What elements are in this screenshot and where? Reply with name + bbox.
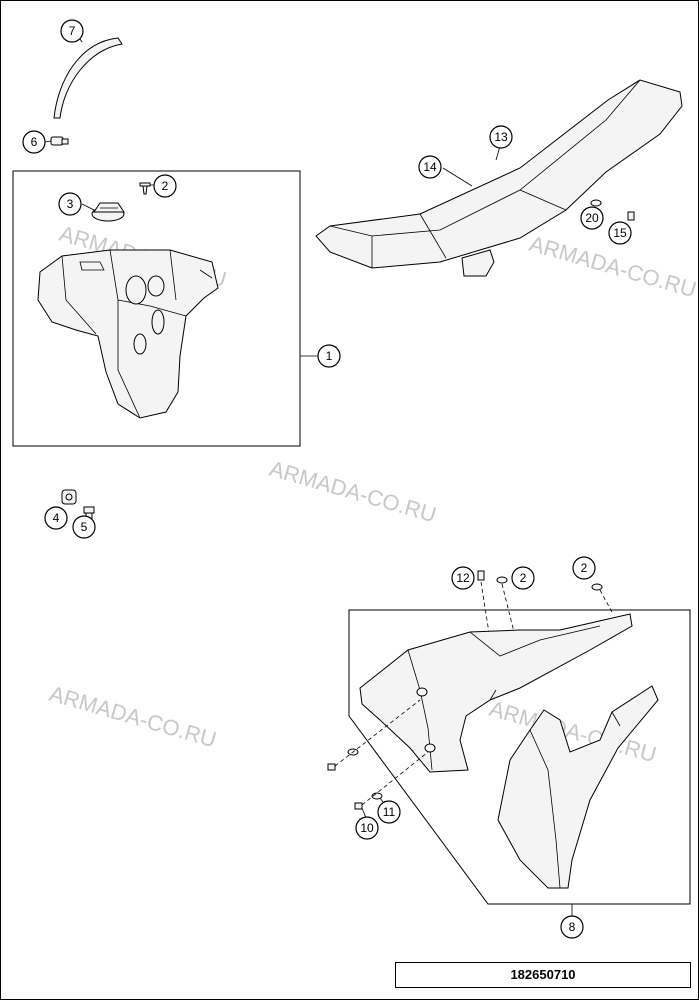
dash-2c <box>599 589 613 613</box>
svg-text:4: 4 <box>53 511 60 525</box>
dash-left-lower <box>361 751 429 806</box>
watermark-3: ARMADA-CO.RU <box>267 456 440 528</box>
callout-13[interactable]: 13 <box>489 125 513 149</box>
svg-text:5: 5 <box>81 520 88 534</box>
drawing-number: 182650710 <box>395 962 691 988</box>
callout-14[interactable]: 14 <box>418 155 442 179</box>
svg-text:15: 15 <box>613 226 627 240</box>
fuel-tank-group-box <box>12 170 301 447</box>
svg-text:20: 20 <box>585 211 599 225</box>
callout-4[interactable]: 4 <box>44 506 68 530</box>
dash-left-upper <box>334 699 421 767</box>
svg-text:2: 2 <box>162 179 169 193</box>
callout-8[interactable]: 8 <box>560 915 584 939</box>
callout-15[interactable]: 15 <box>608 221 632 245</box>
callout-7[interactable]: 7 <box>60 19 84 43</box>
leader-10 <box>361 807 367 819</box>
spoiler-screw-10[interactable] <box>354 802 363 810</box>
callout-5[interactable]: 5 <box>72 515 96 539</box>
svg-text:2: 2 <box>581 561 588 575</box>
seat[interactable] <box>315 79 683 277</box>
svg-text:13: 13 <box>494 130 508 144</box>
svg-text:14: 14 <box>423 160 437 174</box>
callout-3[interactable]: 3 <box>58 192 82 216</box>
spoiler-screw-left[interactable] <box>327 763 336 771</box>
spoiler-screw-12[interactable] <box>477 570 485 581</box>
svg-text:3: 3 <box>67 197 74 211</box>
callout-2a[interactable]: 2 <box>153 174 177 198</box>
radiator-spoiler-left[interactable] <box>359 613 633 773</box>
dash-2b <box>501 583 515 633</box>
seat-screw[interactable] <box>627 211 635 221</box>
leader-6 <box>44 140 52 143</box>
svg-text:1: 1 <box>326 349 333 363</box>
leader-3 <box>81 203 95 211</box>
callout-1[interactable]: 1 <box>317 344 341 368</box>
svg-text:2: 2 <box>520 571 527 585</box>
callout-10[interactable]: 10 <box>355 816 379 840</box>
svg-text:6: 6 <box>31 135 38 149</box>
callout-2c[interactable]: 2 <box>572 556 596 580</box>
hose-fitting[interactable] <box>50 136 69 146</box>
rubber-bushing[interactable] <box>61 489 77 505</box>
fuel-cap[interactable] <box>91 202 125 222</box>
svg-text:8: 8 <box>569 920 576 934</box>
svg-text:7: 7 <box>69 24 76 38</box>
tank-screw[interactable] <box>139 182 151 195</box>
radiator-spoiler-right[interactable] <box>497 685 659 889</box>
watermark-4: ARMADA-CO.RU <box>47 681 220 753</box>
callout-20[interactable]: 20 <box>580 206 604 230</box>
callout-2b[interactable]: 2 <box>511 566 535 590</box>
leader-14 <box>442 167 473 187</box>
spoiler-group-box <box>348 609 691 905</box>
spoiler-washer-2c[interactable] <box>591 583 603 591</box>
seat-washer[interactable] <box>590 199 602 207</box>
breather-hose[interactable] <box>53 37 123 119</box>
svg-text:10: 10 <box>360 821 374 835</box>
callout-11[interactable]: 11 <box>377 800 401 824</box>
callout-12[interactable]: 12 <box>451 566 475 590</box>
spoiler-washer-2b[interactable] <box>496 576 508 584</box>
svg-text:12: 12 <box>456 571 470 585</box>
fuel-tank[interactable] <box>37 249 219 419</box>
callout-6[interactable]: 6 <box>22 130 46 154</box>
svg-text:11: 11 <box>383 805 396 819</box>
